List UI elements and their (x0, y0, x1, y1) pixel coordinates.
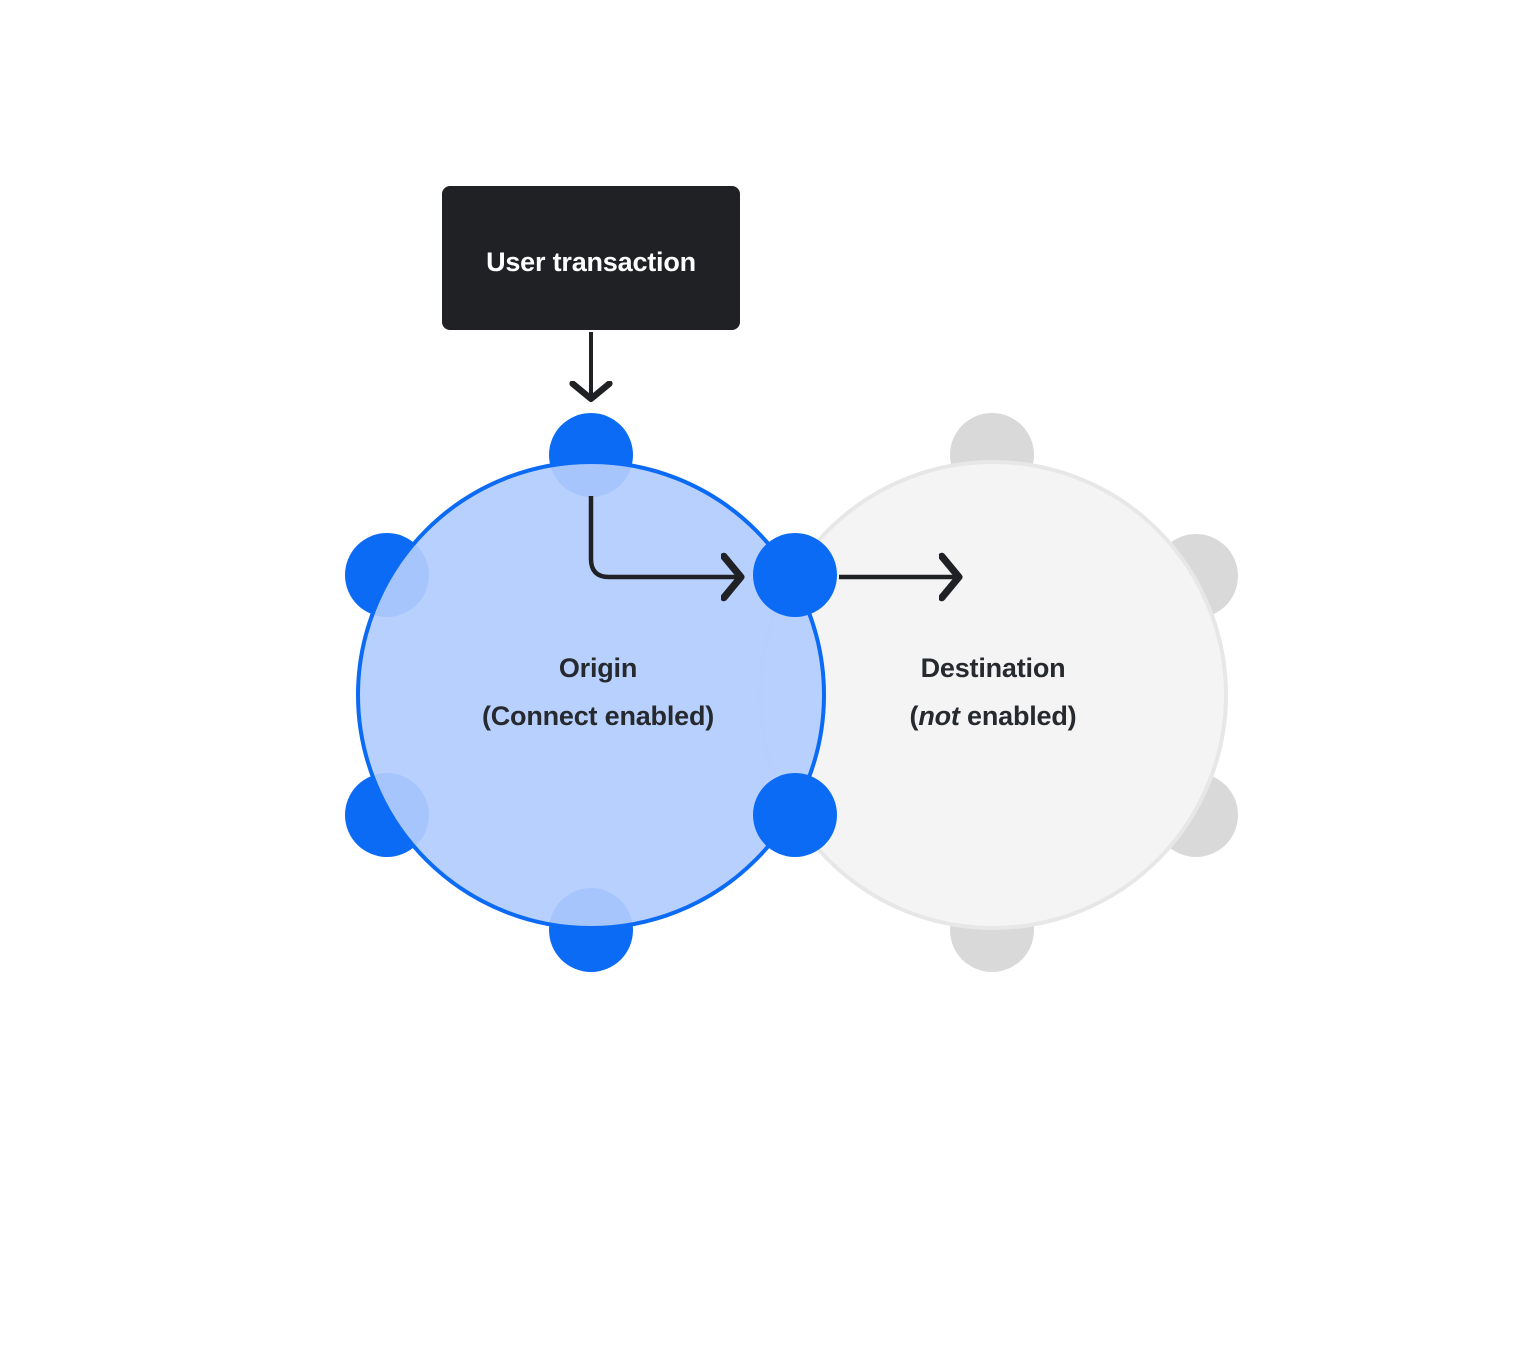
destination-title: Destination (921, 653, 1066, 683)
destination-labels: Destination (not enabled) (910, 653, 1077, 731)
origin-subtitle: (Connect enabled) (482, 701, 714, 731)
origin-node-right-lower (753, 773, 837, 857)
destination-circle (758, 460, 1228, 930)
destination-group (758, 413, 1238, 972)
origin-title: Origin (559, 653, 637, 683)
origin-node-right-upper (753, 533, 837, 617)
arrow-layer (591, 332, 958, 577)
user-transaction-label: User transaction (486, 247, 696, 277)
destination-subtitle-prefix: ( (910, 701, 919, 731)
destination-subtitle: (not enabled) (910, 701, 1077, 731)
origin-labels: Origin (Connect enabled) (482, 653, 714, 731)
arrow-origin-internal-elbow (588, 496, 740, 577)
destination-subtitle-suffix: enabled) (960, 701, 1077, 731)
destination-subtitle-italic: not (918, 701, 961, 731)
user-transaction-box-shape (442, 186, 740, 330)
user-transaction-box[interactable]: User transaction (442, 186, 740, 330)
